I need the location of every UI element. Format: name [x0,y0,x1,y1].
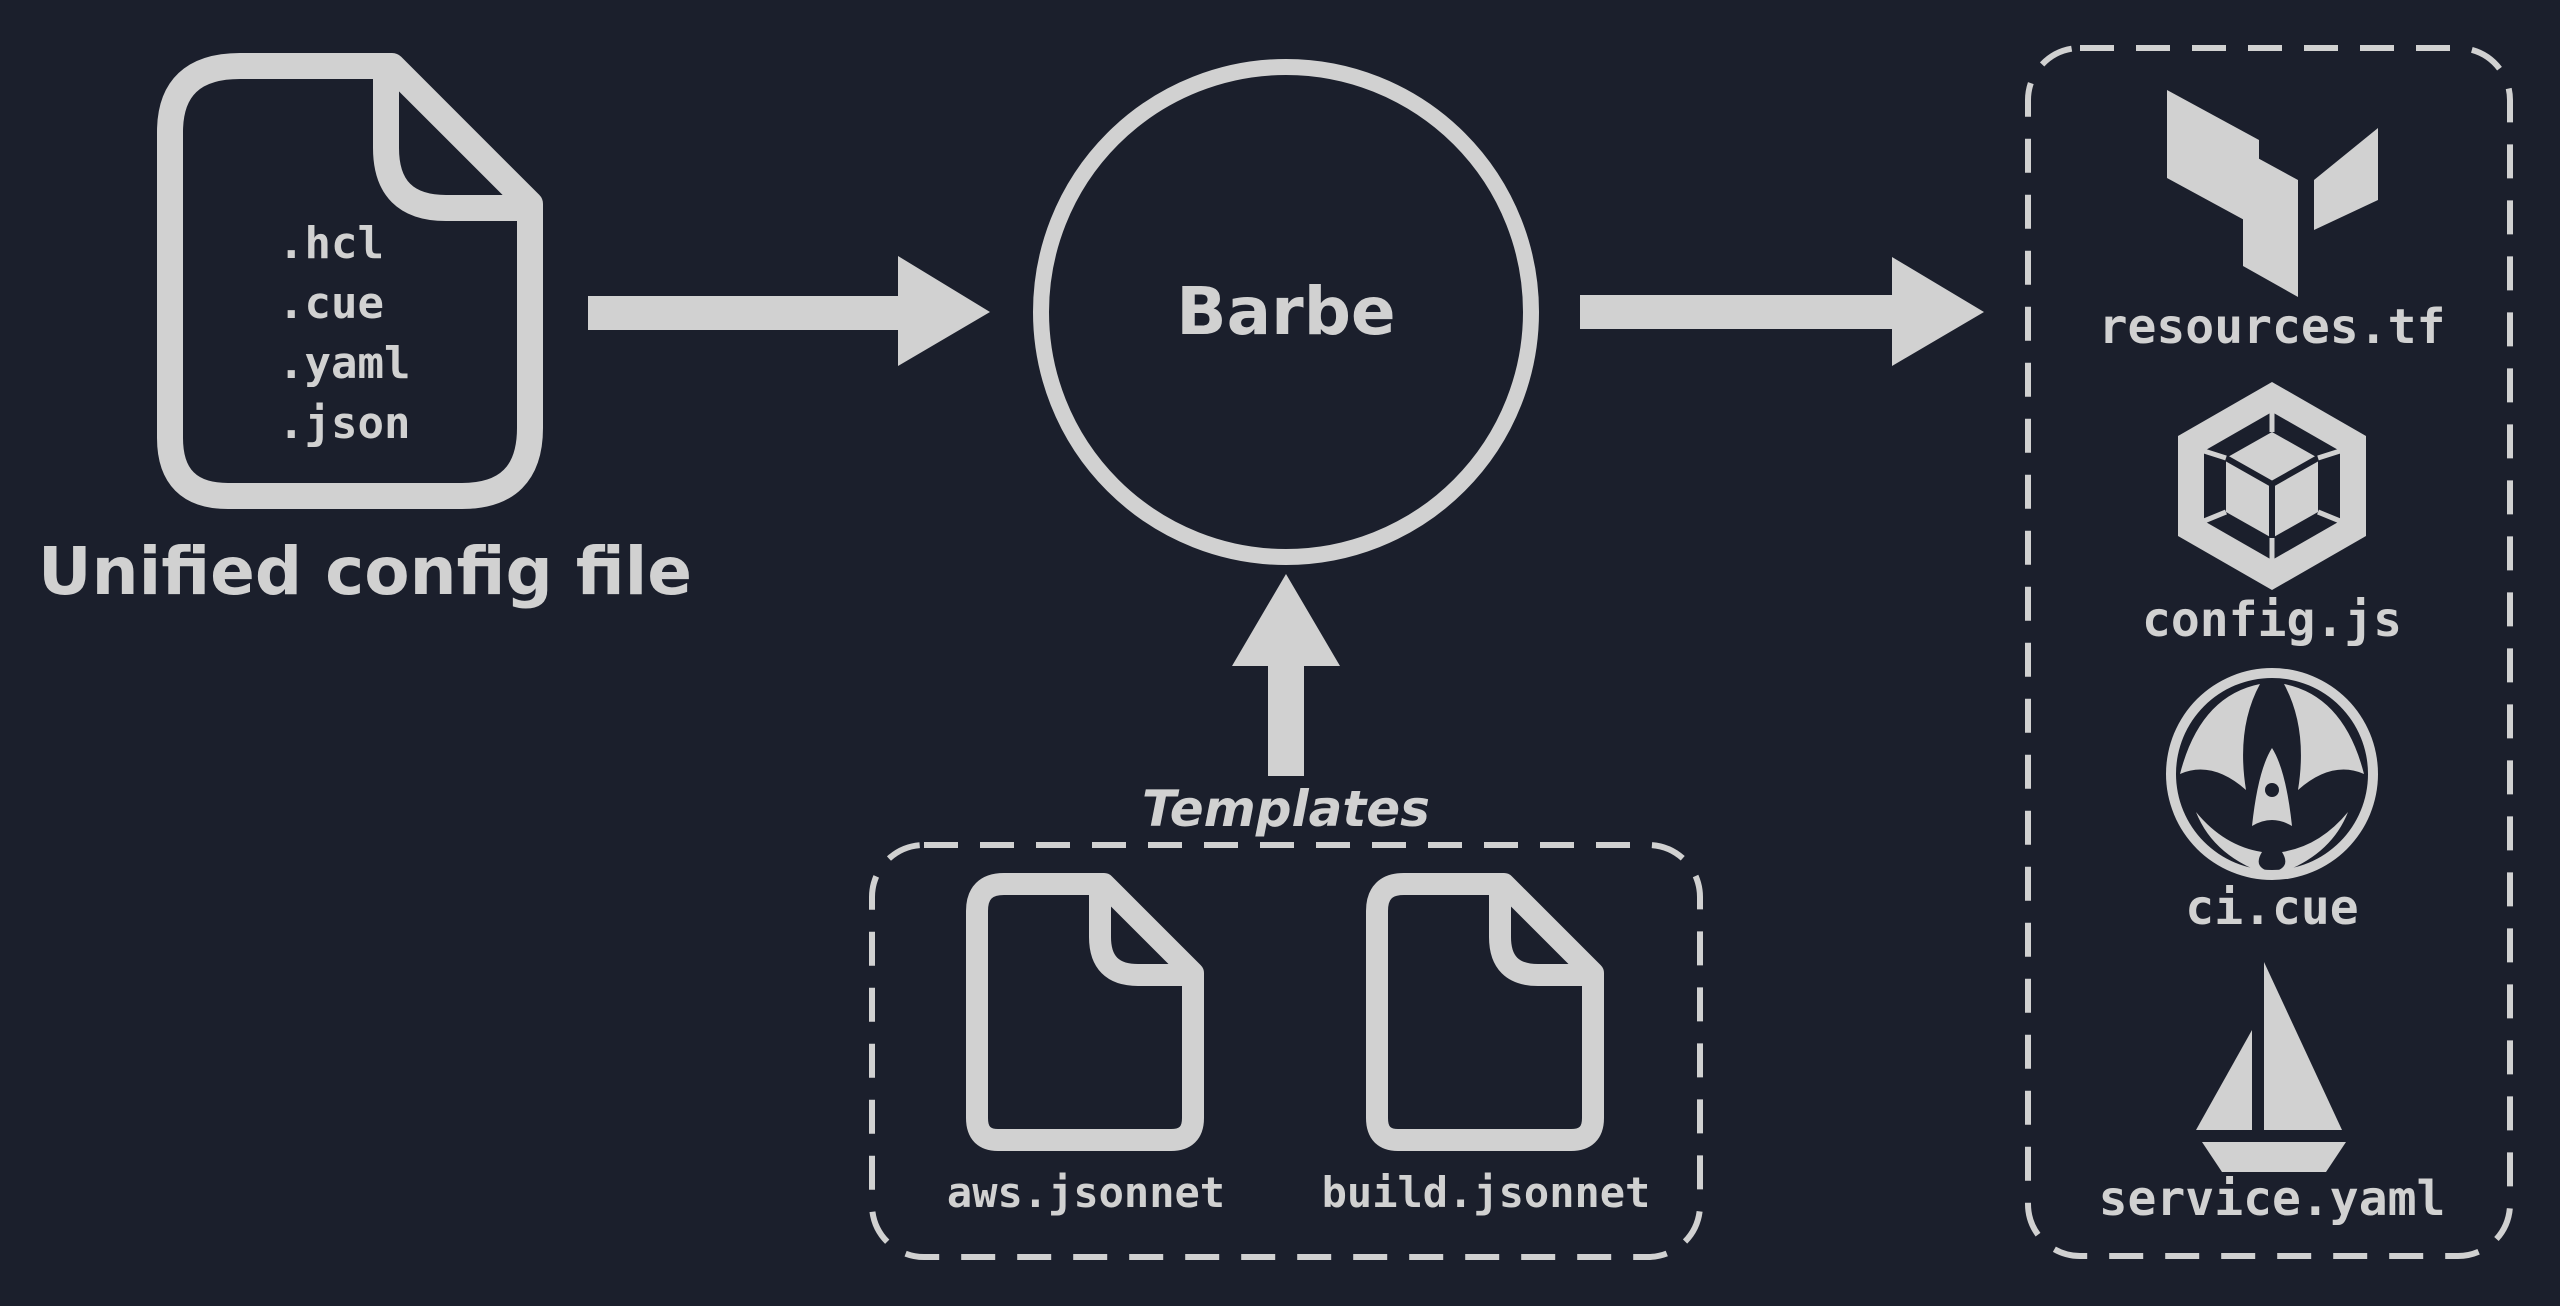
outputs-group-border [2025,45,2513,1259]
config-extension: .yaml [278,338,410,389]
sail-icon [2196,962,2346,1172]
config-file-caption: Unified config file [38,533,692,610]
templates-title: Templates [1142,780,1430,838]
output-label: config.js [2142,592,2402,648]
barbe-label: Barbe [1176,273,1395,350]
template-file-icon [1366,873,1604,1151]
templates-group-border [869,842,1703,1260]
arrow-up [1232,574,1340,776]
terraform-icon [2167,90,2378,297]
output-label: resources.tf [2099,299,2446,355]
arrow-right [588,256,990,366]
arrow-right [1580,257,1984,366]
cue-icon [2166,668,2378,880]
template-file-label: build.jsonnet [1322,1168,1651,1217]
output-label: service.yaml [2099,1171,2446,1227]
output-label: ci.cue [2185,880,2358,936]
config-extension: .json [278,398,410,449]
config-file-icon [157,53,543,509]
barbe-circle [1033,59,1539,565]
template-file-label: aws.jsonnet [947,1168,1225,1217]
webpack-icon [2178,382,2366,590]
template-file-icon [966,873,1204,1151]
config-extension: .hcl [278,218,384,269]
config-extension: .cue [278,278,384,329]
